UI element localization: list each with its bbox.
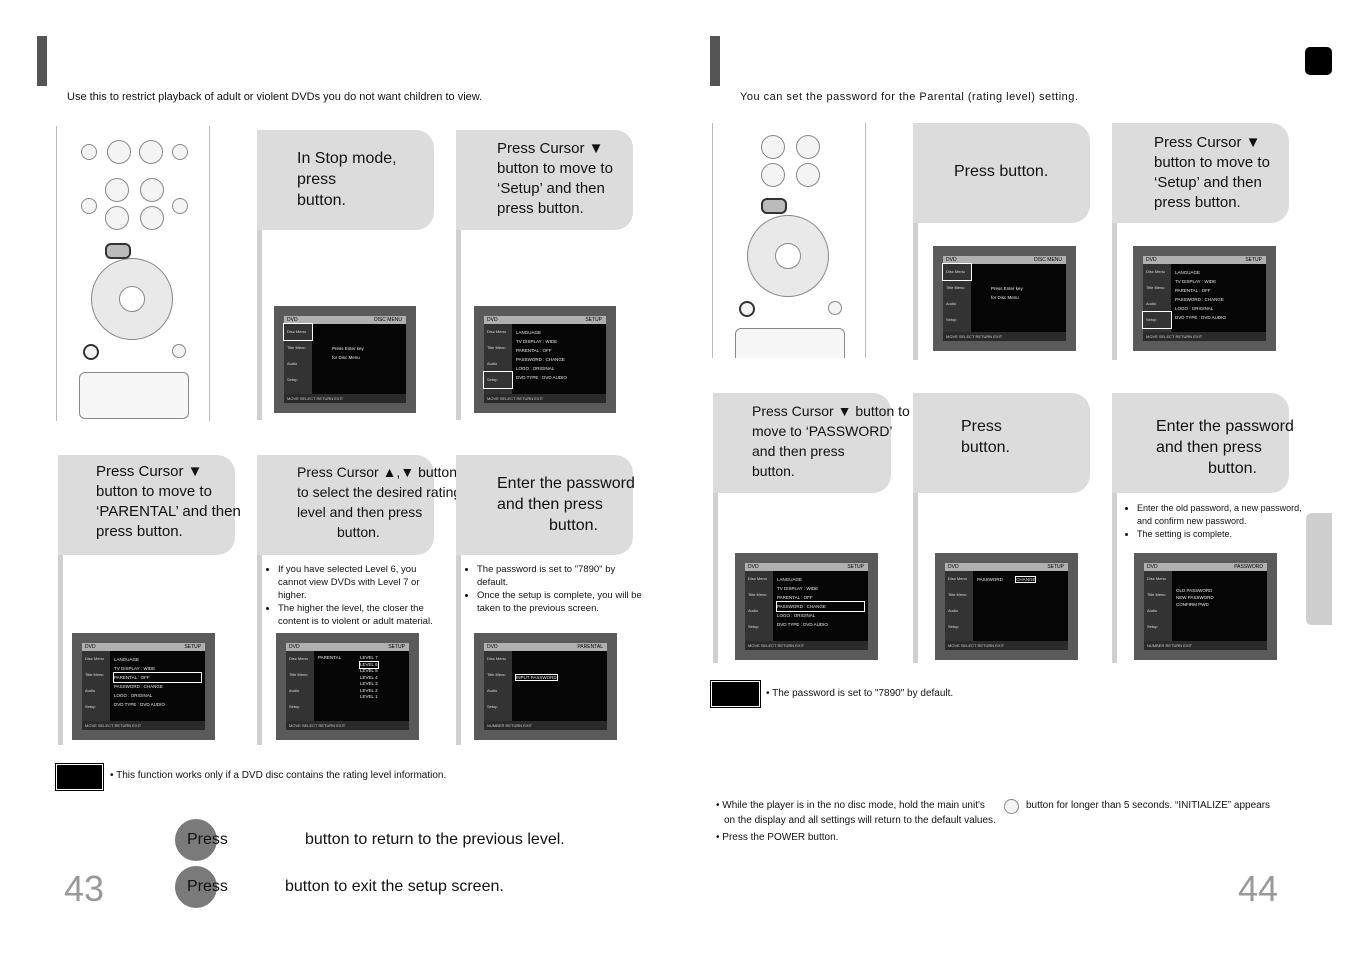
press-menu-label: Press xyxy=(187,878,228,895)
r-step-3-box xyxy=(713,393,891,493)
step-1-text: In Stop mode, press button. xyxy=(297,150,397,209)
right-intro-text: You can set the password for the Parenta… xyxy=(740,91,1079,103)
r-step-1-rail xyxy=(913,223,918,360)
chapter-tab xyxy=(1305,47,1332,75)
enter-button-icon xyxy=(119,286,145,312)
press-return-desc: button to return to the previous level. xyxy=(305,831,565,848)
tuning-down-icon xyxy=(140,206,164,230)
r-step-5-box xyxy=(1112,393,1289,493)
step-4-notes: If you have selected Level 6, you cannot… xyxy=(268,563,433,628)
page-number-left: 43 xyxy=(64,868,105,909)
reset-note-2: button for longer than 5 seconds. “INITI… xyxy=(1026,800,1271,811)
right-note-default: • The password is set to "7890" by defau… xyxy=(766,688,954,699)
r-step-2-text: Press Cursor ▼ button to move to ‘Setup’… xyxy=(1154,134,1270,211)
step-5-box xyxy=(456,455,633,555)
page-number-right: 44 xyxy=(1238,868,1279,909)
step-5-text: Enter the password and then press button… xyxy=(497,475,635,534)
skip-forward-icon xyxy=(172,144,188,160)
step-3-text: Press Cursor ▼ button to move to ‘PARENT… xyxy=(96,463,241,540)
mode-icon xyxy=(81,198,97,214)
left-title-bar xyxy=(37,36,47,86)
enter-button-icon xyxy=(775,243,801,269)
play-pause-icon xyxy=(139,140,163,164)
stop-button-icon xyxy=(1004,799,1019,814)
left-intro-text: Use this to restrict playback of adult o… xyxy=(67,91,483,103)
reset-note-4: • Press the POWER button. xyxy=(716,832,839,843)
remote-illustration-right xyxy=(712,123,866,358)
r-step-5-text: Enter the password and then press button… xyxy=(1156,418,1294,477)
volume-up-icon xyxy=(761,135,785,159)
step-4-box xyxy=(257,455,434,555)
r-step-4-text: Press button. xyxy=(961,418,1010,456)
step-1-box xyxy=(257,130,434,230)
mute-icon xyxy=(828,301,842,315)
r-step-2-box xyxy=(1112,123,1289,223)
r-step-1-text: Press button. xyxy=(954,163,1049,180)
volume-up-icon xyxy=(105,178,129,202)
left-note-text: • This function works only if a DVD disc… xyxy=(110,770,447,781)
side-tab xyxy=(1306,513,1332,625)
r-step-3-text: Press Cursor ▼ button to move to ‘PASSWO… xyxy=(752,403,910,479)
menu-button-icon xyxy=(761,198,787,214)
step-4-rail xyxy=(257,555,262,745)
volume-down-icon xyxy=(105,206,129,230)
effect-icon xyxy=(172,198,188,214)
bottom-keys-icon xyxy=(735,328,845,358)
tuning-up-icon xyxy=(140,178,164,202)
step-5-rail xyxy=(456,555,461,745)
step-5-notes: The password is set to "7890" by default… xyxy=(467,563,647,615)
bottom-keys-icon xyxy=(79,372,189,419)
skip-back-icon xyxy=(81,144,97,160)
return-button-icon xyxy=(739,301,755,317)
tuning-up-icon xyxy=(796,135,820,159)
r-step-5-rail xyxy=(1112,493,1117,663)
step-4-text: Press Cursor ▲,▼ button to select the de… xyxy=(297,464,462,540)
menu-circle-icon xyxy=(175,866,217,908)
r-step-4-rail xyxy=(913,493,918,663)
return-button-icon xyxy=(83,344,99,360)
r-step-3-rail xyxy=(713,493,718,663)
r-step-2-rail xyxy=(1112,223,1117,360)
r-step-1-box xyxy=(913,123,1090,223)
tuning-down-icon xyxy=(796,163,820,187)
press-return-label: Press xyxy=(187,831,228,848)
step-1-rail xyxy=(257,230,262,420)
menu-button-icon xyxy=(105,243,131,259)
step-3-box xyxy=(58,455,235,555)
reset-note-3: on the display and all settings will ret… xyxy=(724,815,996,826)
return-circle-icon xyxy=(175,819,217,861)
step-2-text: Press Cursor ▼ button to move to ‘Setup’… xyxy=(497,140,613,217)
r-step-4-box xyxy=(913,393,1090,493)
right-title-bar xyxy=(710,36,720,86)
remote-illustration xyxy=(56,126,210,421)
stop-icon xyxy=(107,140,131,164)
step-2-rail xyxy=(456,230,461,420)
reset-note-1: • While the player is in the no disc mod… xyxy=(716,800,985,811)
volume-down-icon xyxy=(761,163,785,187)
press-menu-desc: button to exit the setup screen. xyxy=(285,878,504,895)
right-note-label xyxy=(710,680,761,708)
step-3-rail xyxy=(58,555,63,745)
left-note-label xyxy=(55,763,104,791)
r-step-5-notes: Enter the old password, a new password, … xyxy=(1127,502,1302,541)
mute-icon xyxy=(172,344,186,358)
step-2-box xyxy=(456,130,633,230)
